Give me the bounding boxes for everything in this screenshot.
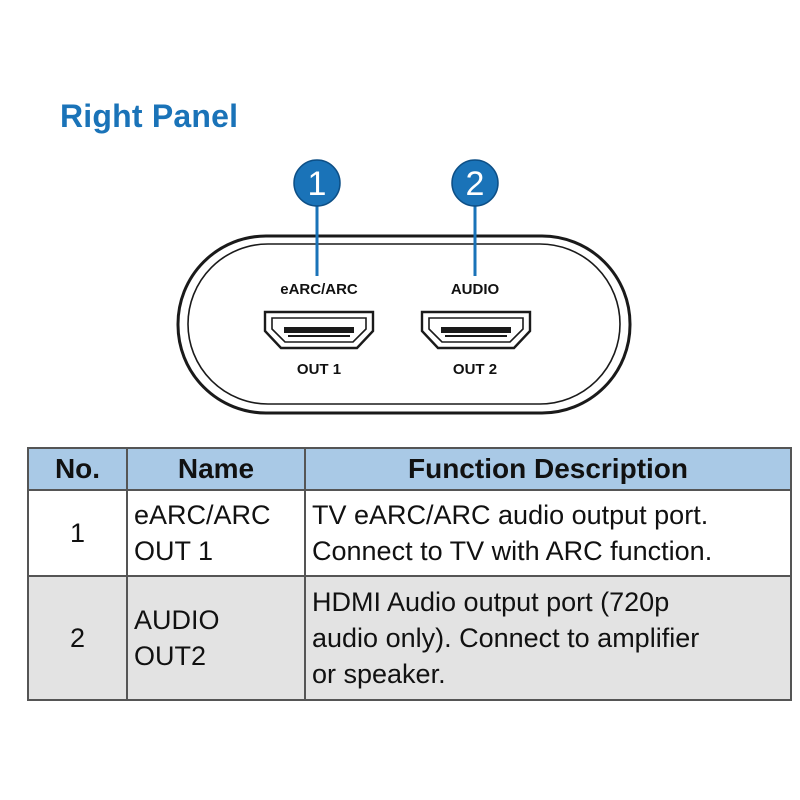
- row-2-description: HDMI Audio output port (720p audio only)…: [304, 575, 792, 701]
- row-1-description-line: TV eARC/ARC audio output port.: [312, 500, 709, 530]
- port-1-top-label: eARC/ARC: [280, 281, 358, 298]
- row-2-name-line: AUDIO: [134, 605, 220, 635]
- row-2-description-line: audio only). Connect to amplifier: [312, 623, 700, 653]
- row-2-no: 2: [27, 575, 128, 701]
- row-1-name: eARC/ARC OUT 1: [126, 489, 306, 577]
- row-1-description: TV eARC/ARC audio output port. Connect t…: [304, 489, 792, 577]
- page-title: Right Panel: [60, 98, 239, 134]
- row-1-description-line: Connect to TV with ARC function.: [312, 536, 713, 566]
- port-1-bottom-label: OUT 1: [297, 361, 341, 378]
- header-description: Function Description: [304, 447, 792, 491]
- header-name: Name: [126, 447, 306, 491]
- hdmi-port-1-icon: [263, 310, 375, 350]
- table-row: 1 eARC/ARC OUT 1 TV eARC/ARC audio outpu…: [27, 489, 792, 577]
- callout-2: 2: [451, 159, 499, 207]
- hdmi-port-2-icon: [420, 310, 532, 350]
- row-2-description-line: HDMI Audio output port (720p: [312, 587, 670, 617]
- row-1-name-line: eARC/ARC: [134, 500, 271, 530]
- row-2-name: AUDIO OUT2: [126, 575, 306, 701]
- device-body-outer: [176, 234, 632, 415]
- device-body-inner: [187, 243, 621, 405]
- header-no: No.: [27, 447, 128, 491]
- callout-1: 1: [293, 159, 341, 207]
- port-function-table: No. Name Function Description 1 eARC/ARC…: [27, 447, 792, 701]
- table-header-row: No. Name Function Description: [27, 447, 792, 491]
- row-1-name-line: OUT 1: [134, 536, 214, 566]
- port-2-bottom-label: OUT 2: [453, 361, 497, 378]
- row-2-description-line: or speaker.: [312, 659, 446, 689]
- callout-1-number: 1: [308, 165, 327, 203]
- row-2-name-line: OUT2: [134, 641, 207, 671]
- table-row: 2 AUDIO OUT2 HDMI Audio output port (720…: [27, 575, 792, 701]
- row-1-no: 1: [27, 489, 128, 577]
- right-panel-diagram: 1 2 eARC/ARC AUDIO OUT 1 OUT 2: [176, 159, 632, 415]
- port-2-top-label: AUDIO: [451, 281, 500, 298]
- callout-2-number: 2: [466, 165, 485, 203]
